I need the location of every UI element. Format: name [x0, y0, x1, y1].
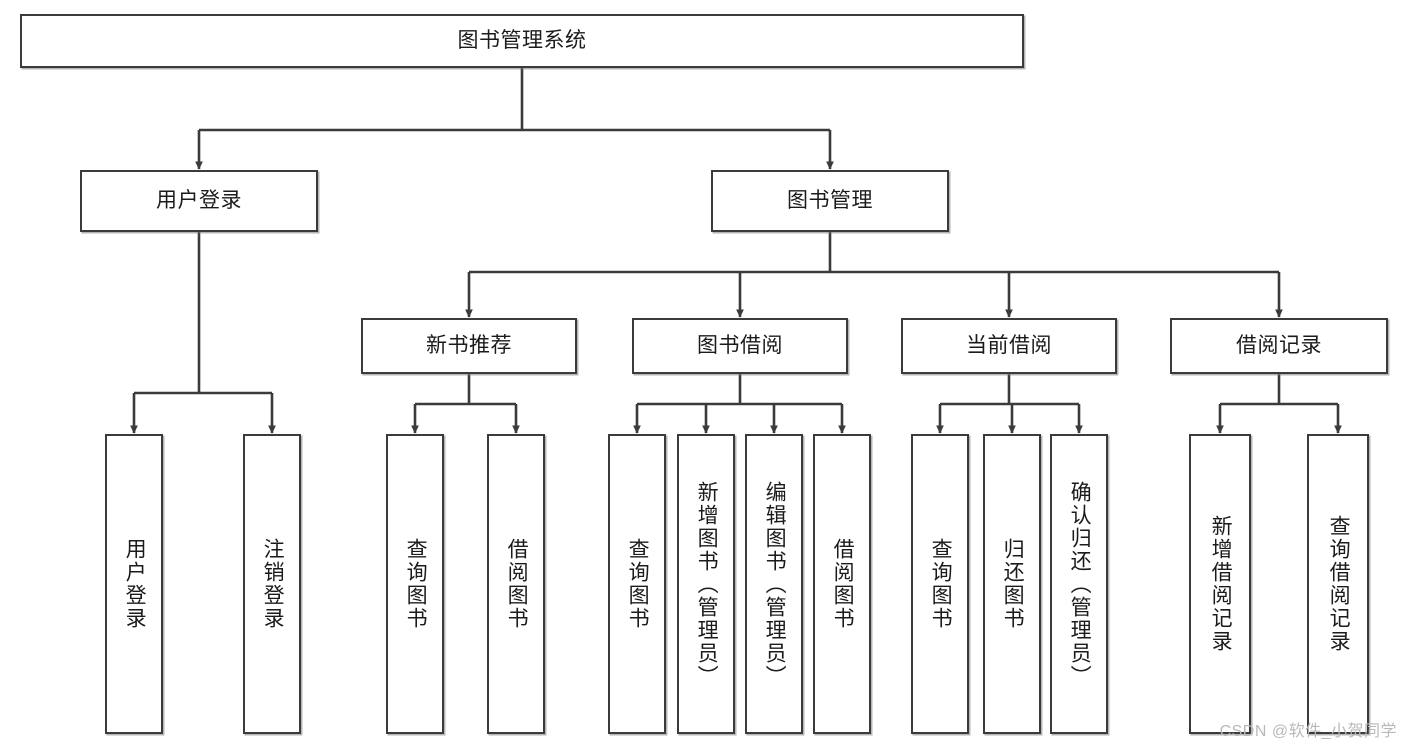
node-label: 当前借阅	[966, 333, 1052, 357]
node-borrow[interactable]: 图书借阅	[632, 318, 848, 374]
node-label: 查询借阅记录	[1327, 515, 1351, 653]
node-l-confirm[interactable]: 确认归还（管理员）	[1050, 434, 1108, 734]
node-l-queryb1[interactable]: 查询图书	[386, 434, 444, 734]
node-label: 新书推荐	[426, 333, 512, 357]
node-l-queryb3[interactable]: 查询图书	[911, 434, 969, 734]
node-l-queryrec[interactable]: 查询借阅记录	[1307, 434, 1369, 734]
node-l-userlogin[interactable]: 用户登录	[105, 434, 163, 734]
node-label: 查询图书	[929, 538, 953, 630]
node-label: 新增借阅记录	[1209, 515, 1233, 653]
node-l-addbook[interactable]: 新增图书（管理员）	[677, 434, 735, 734]
node-record[interactable]: 借阅记录	[1170, 318, 1388, 374]
node-l-addrec[interactable]: 新增借阅记录	[1189, 434, 1251, 734]
node-label: 查询图书	[404, 538, 428, 630]
node-l-editbook[interactable]: 编辑图书（管理员）	[745, 434, 803, 734]
node-label: 图书管理系统	[457, 28, 587, 52]
node-label: 借阅记录	[1236, 333, 1322, 357]
node-bookmgmt[interactable]: 图书管理	[711, 170, 949, 232]
watermark-label: CSDN @软件_小贺同学	[1219, 723, 1397, 740]
node-newbook[interactable]: 新书推荐	[361, 318, 577, 374]
node-label: 图书管理	[787, 188, 873, 212]
node-label: 借阅图书	[505, 538, 529, 630]
node-label: 用户登录	[156, 188, 242, 212]
node-l-borrowb2[interactable]: 借阅图书	[813, 434, 871, 734]
node-label: 编辑图书（管理员）	[763, 480, 787, 688]
node-root[interactable]: 图书管理系统	[20, 14, 1024, 68]
node-label: 确认归还（管理员）	[1068, 480, 1092, 688]
node-label: 用户登录	[123, 538, 147, 630]
node-label: 新增图书（管理员）	[695, 480, 719, 688]
node-label: 查询图书	[626, 538, 650, 630]
node-label: 归还图书	[1001, 538, 1025, 630]
node-label: 注销登录	[261, 538, 285, 630]
node-l-queryb2[interactable]: 查询图书	[608, 434, 666, 734]
node-current[interactable]: 当前借阅	[901, 318, 1117, 374]
node-l-logout[interactable]: 注销登录	[243, 434, 301, 734]
node-label: 借阅图书	[831, 538, 855, 630]
node-login[interactable]: 用户登录	[80, 170, 318, 232]
node-l-borrowb1[interactable]: 借阅图书	[487, 434, 545, 734]
node-l-returnbook[interactable]: 归还图书	[983, 434, 1041, 734]
node-label: 图书借阅	[697, 333, 783, 357]
